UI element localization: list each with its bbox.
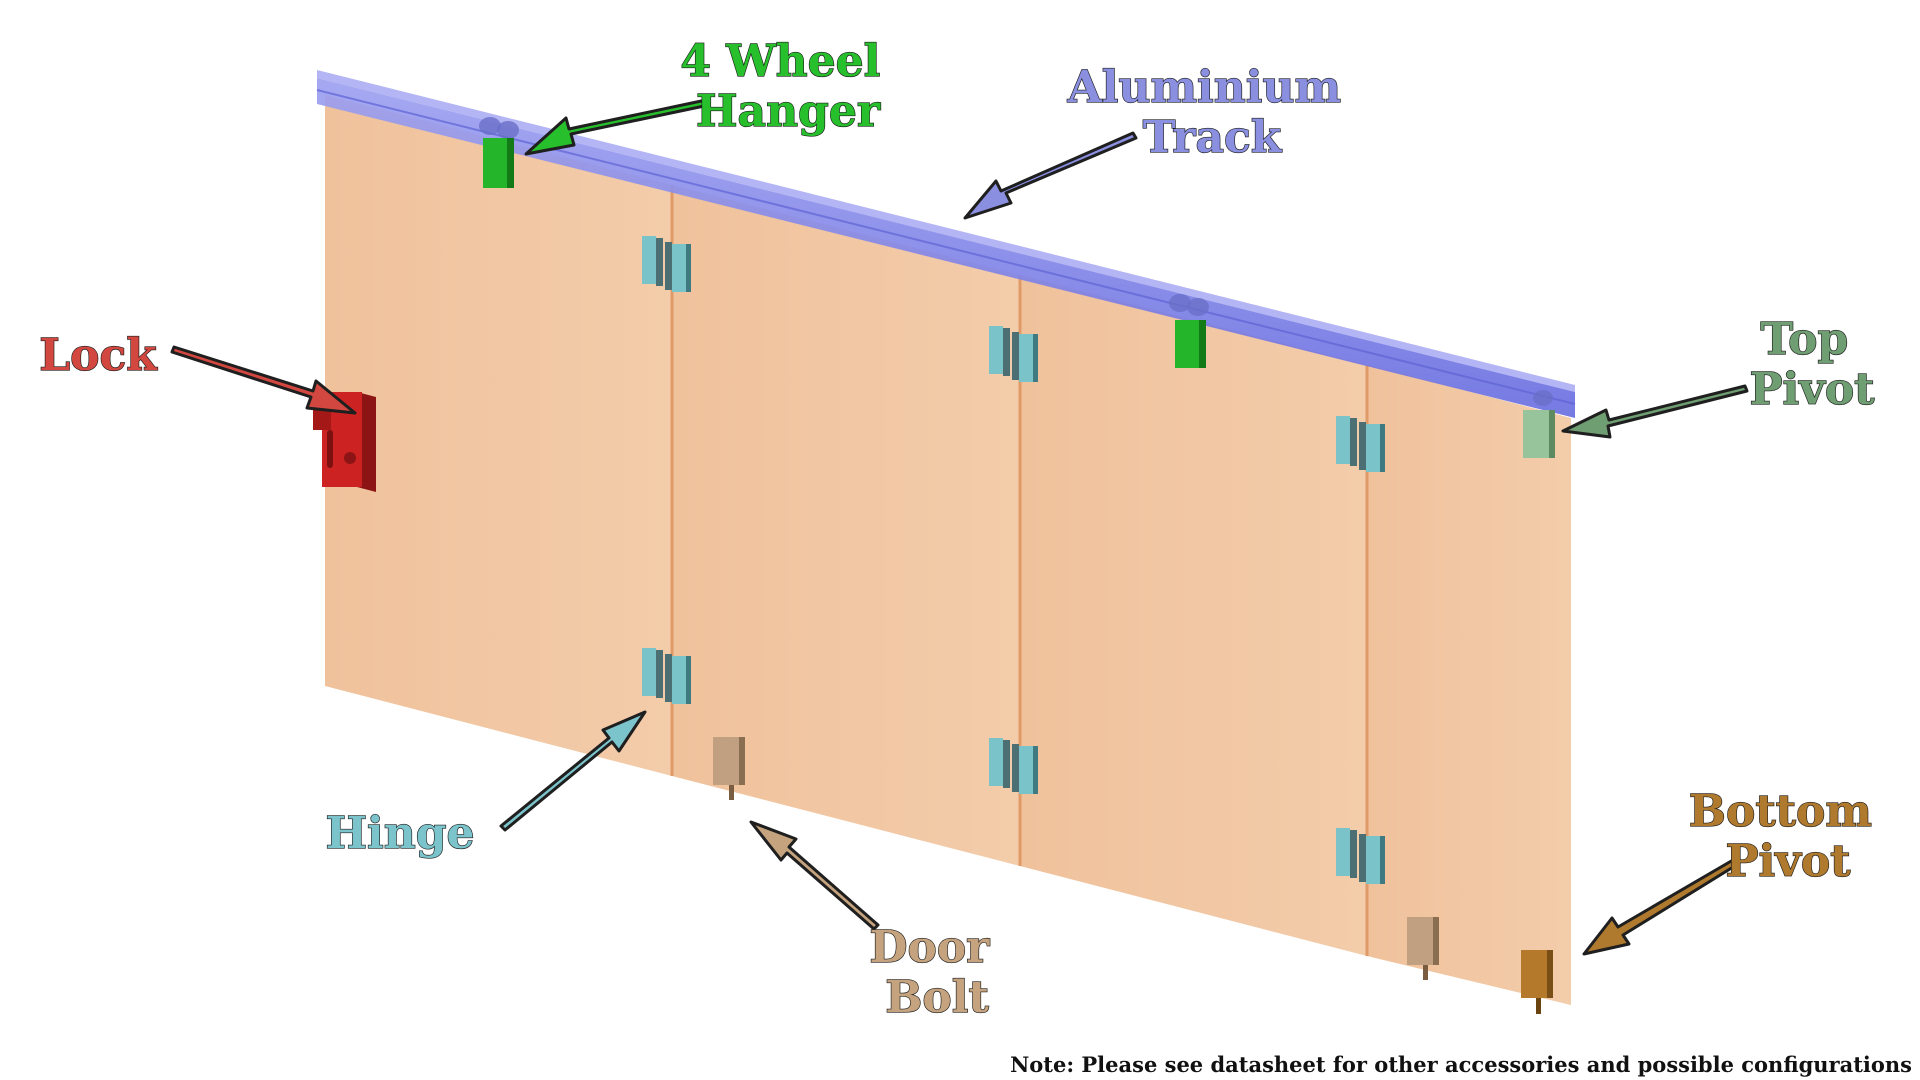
label-track: Aluminium Track [1067, 62, 1357, 163]
hinge-edge [686, 656, 691, 704]
hanger-2 [1169, 294, 1209, 368]
hanger-wheel-icon [497, 121, 519, 139]
hinge-knuckle [656, 238, 663, 286]
door-bolt-1 [713, 737, 745, 800]
door-panel-4 [1367, 365, 1571, 1005]
hinge-leaf [989, 738, 1003, 786]
hinge-knuckle [656, 650, 663, 698]
hanger-body [483, 138, 507, 188]
callout-labels: 4 Wheel Hanger Aluminium Track Lock Top … [39, 35, 1887, 1023]
lock-handle [313, 410, 331, 430]
hinge-leaf [642, 648, 656, 696]
arrow-hinge [499, 710, 647, 832]
hinge-edge [1380, 836, 1385, 884]
door-bolt-pin [1423, 965, 1428, 980]
hanger-wheel-icon [1187, 298, 1209, 316]
hinge-2 [642, 648, 691, 704]
hinge-5 [1336, 416, 1385, 472]
hanger-wheel-icon [479, 117, 501, 135]
top-pivot [1523, 390, 1555, 458]
hinge-6 [1336, 828, 1385, 884]
bottom-pivot-side [1547, 950, 1553, 998]
top-pivot-side [1549, 410, 1555, 458]
hinge-knuckle [665, 242, 672, 290]
hinge-3 [989, 326, 1038, 382]
hinges [642, 236, 1385, 884]
top-pivot-body [1523, 410, 1549, 458]
door-bolt-2 [1407, 917, 1439, 980]
label-hanger: 4 Wheel Hanger [680, 36, 895, 137]
arrow-bottom-pivot [1582, 858, 1740, 956]
hinge-knuckle [1350, 418, 1357, 466]
hinge-1 [642, 236, 691, 292]
hinge-4 [989, 738, 1038, 794]
hinge-knuckle [1003, 740, 1010, 788]
top-pivot-wheel-icon [1533, 390, 1553, 406]
door-panel-3 [1020, 275, 1367, 956]
door-bolt-side [739, 737, 745, 785]
arrow-track [963, 131, 1138, 220]
arrow-hanger [524, 98, 711, 156]
hinge-leaf [672, 244, 686, 292]
label-lock: Lock [39, 330, 158, 381]
aluminium-track [316, 70, 1576, 418]
label-hinge: Hinge [325, 808, 474, 859]
footnote: Note: Please see datasheet for other acc… [1010, 1052, 1912, 1077]
arrow-top-pivot [1561, 384, 1749, 439]
callout-arrows [170, 98, 1749, 956]
hinge-knuckle [1003, 328, 1010, 376]
bottom-pivot-body [1521, 950, 1547, 998]
door-panel-1 [325, 95, 672, 776]
hinge-edge [1033, 746, 1038, 794]
label-bottom-pivot: Bottom Pivot [1689, 786, 1887, 887]
track-groove [316, 89, 1576, 405]
door-panels [325, 95, 1571, 1005]
lock-screw-icon [344, 452, 356, 464]
hinge-leaf [1366, 836, 1380, 884]
hinge-edge [1033, 334, 1038, 382]
hinge-knuckle [1359, 834, 1366, 882]
arrow-lock [170, 345, 357, 415]
label-top-pivot: Top Pivot [1749, 314, 1875, 415]
hinge-knuckle [1012, 332, 1019, 380]
door-panel-2 [672, 185, 1020, 866]
hinge-knuckle [1350, 830, 1357, 878]
hinge-knuckle [1359, 422, 1366, 470]
door-bolt-pin [729, 785, 734, 800]
hinge-knuckle [665, 654, 672, 702]
bottom-pivot [1521, 950, 1553, 1014]
hinge-leaf [1019, 334, 1033, 382]
door-bolt-body [1407, 917, 1433, 965]
hinge-leaf [989, 326, 1003, 374]
track-top-face [317, 70, 1575, 392]
arrow-door-bolt [749, 820, 880, 931]
door-bolt-side [1433, 917, 1439, 965]
hanger-wheel-icon [1169, 294, 1191, 312]
label-door-bolt: Door Bolt [869, 922, 1004, 1023]
hinge-edge [1380, 424, 1385, 472]
hanger-body [1175, 320, 1199, 368]
hinge-edge [686, 244, 691, 292]
hinge-leaf [1336, 828, 1350, 876]
hinge-leaf [1019, 746, 1033, 794]
lock-keyhole [327, 430, 333, 468]
hanger-1 [479, 117, 519, 188]
hinge-knuckle [1012, 744, 1019, 792]
hinge-leaf [1366, 424, 1380, 472]
door-bolt-body [713, 737, 739, 785]
hanger-side [507, 138, 514, 188]
hinge-leaf [642, 236, 656, 284]
hinge-leaf [1336, 416, 1350, 464]
hinge-leaf [672, 656, 686, 704]
bottom-pivot-pin [1536, 998, 1541, 1014]
hanger-side [1199, 320, 1206, 368]
